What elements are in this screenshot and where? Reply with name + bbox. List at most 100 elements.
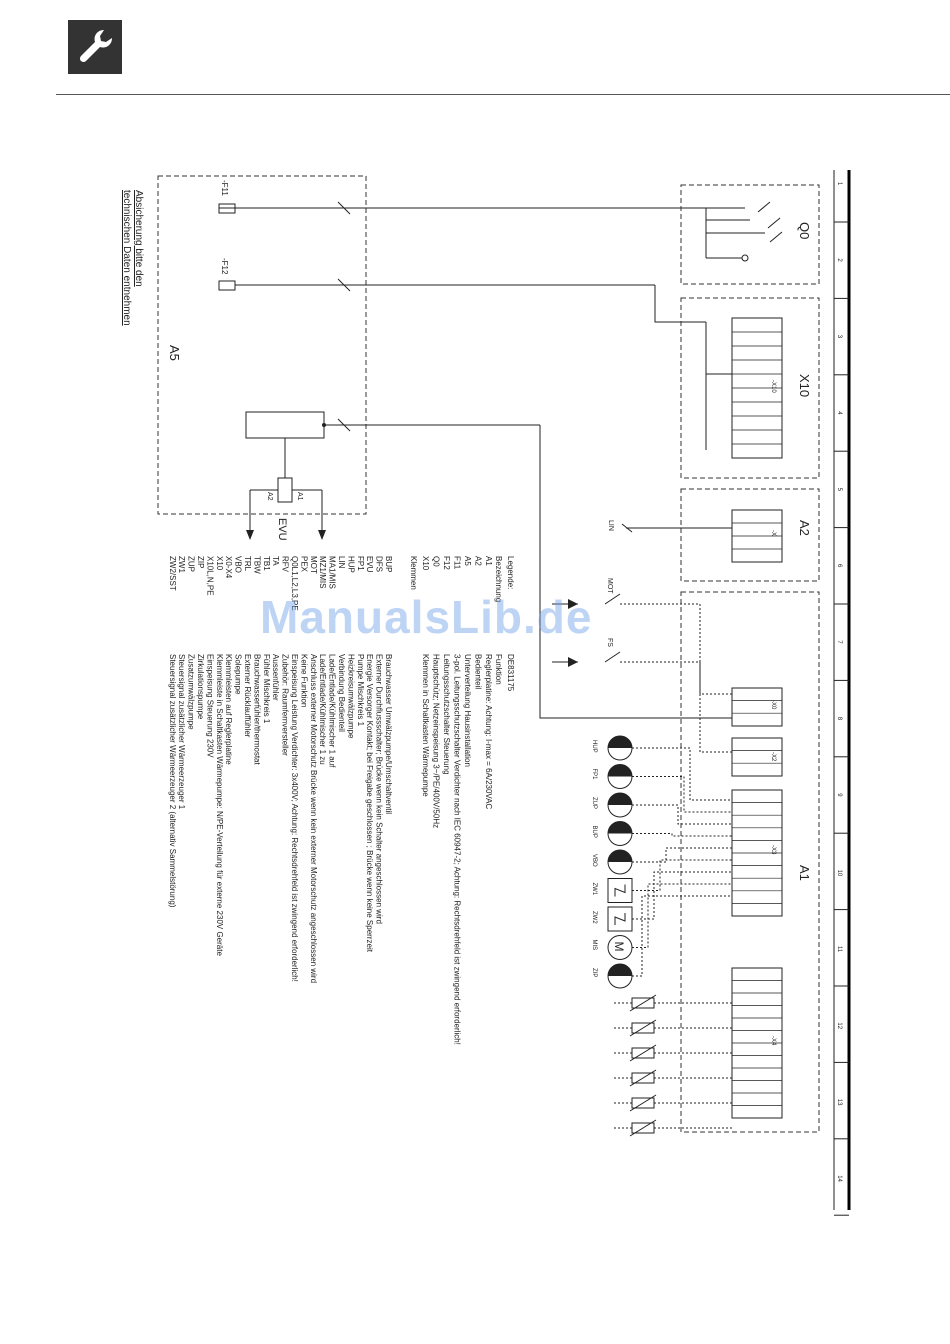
legend-desc: Unterverteilung Hausinstallation [463, 654, 472, 767]
legend-desc: Einspeisung Leistung Verdichter: 3x400V;… [290, 654, 299, 982]
legend-code: X10 [215, 556, 224, 571]
a2-terminal-strip [731, 509, 783, 563]
legend-desc: Einspeisung Steuerung 230V [205, 654, 214, 758]
ruler-number: 2 [836, 258, 842, 262]
sensor-variable-arrow [629, 1069, 657, 1087]
ruler-number: 8 [836, 717, 842, 721]
legend-desc: Energie Versorger Kontakt; bei Freigabe … [365, 654, 374, 953]
lin-tick [621, 523, 633, 533]
motor-letter: M [612, 942, 626, 952]
legend-title: Legende: [506, 556, 515, 589]
sensor-variable-arrow [629, 1019, 657, 1037]
x10-terminal-label: -X10 [770, 380, 776, 393]
fuse-f11-label: -F11 [220, 180, 229, 196]
ruler-number: 7 [836, 640, 842, 644]
x0-terminal-block [731, 687, 783, 727]
legend-desc: Zubehör: Raumfernversteller [281, 654, 290, 756]
mot-contact [604, 593, 621, 605]
legend-code: X0-X4 [224, 556, 233, 579]
pump-label: ZW2 [591, 911, 597, 924]
x10-terminal-strip [731, 317, 783, 459]
sensor-variable-arrow [629, 1044, 657, 1062]
sensor-variable-arrow [629, 1094, 657, 1112]
x10-label: X10 [797, 374, 812, 397]
legend-code: TA [271, 556, 280, 566]
legend-desc: Zirkulationspumpe [196, 654, 205, 720]
fs-label: FS [606, 638, 613, 647]
legend: Legende:BezeichnungDE831175FunktionA1Reg… [168, 556, 515, 1045]
q0-terminal [741, 254, 749, 262]
legend-code: MOT [309, 556, 318, 574]
legend-section: Klemmen [409, 556, 418, 590]
ruler-number: 1 [836, 182, 842, 186]
pump-label: ZUP [591, 797, 597, 809]
fuse-note-line1: Absicherung bitte den [133, 190, 144, 287]
legend-desc: Verbindung Bedienteil [337, 654, 346, 732]
legend-code: X10L,N,PE [205, 556, 214, 596]
legend-doc-number: DE831175 [506, 654, 515, 692]
pump-label: MIS [591, 940, 597, 951]
legend-desc: Klemmen in Schaltkasten Wärmepumpe [421, 654, 430, 797]
sensor-symbols [614, 994, 732, 1137]
legend-code: ZIP [196, 556, 205, 568]
legend-code: ZW1 [177, 556, 186, 573]
legend-desc: Externer Durchflussschalter; Brücke wenn… [375, 654, 384, 924]
a5-box [157, 175, 367, 515]
pump-label: FP1 [591, 769, 597, 781]
fuse-f12-label: -F12 [220, 258, 229, 275]
pump-wire [632, 859, 732, 891]
ruler-number: 4 [836, 411, 842, 415]
legend-column-head: Bezeichnung [494, 556, 503, 602]
pump-icon-fill [608, 736, 632, 748]
legend-desc: Bedienteil [474, 654, 483, 689]
legend-desc: Aussenfühler [271, 654, 280, 701]
legend-code: PEX [299, 556, 308, 573]
legend-desc: Steuersignal zusätzlicher Wärmeerzeuger … [177, 654, 186, 810]
evu-terminal-a2: A2 [266, 492, 273, 501]
legend-desc: Heizkreisumwälzpumpe [346, 654, 355, 739]
pump-label: HUP [591, 740, 597, 753]
wrench-icon [79, 29, 113, 63]
evu-terminal-a1: A1 [296, 492, 303, 501]
pump-icon-fill [608, 850, 632, 862]
wire-tick-3 [337, 418, 351, 432]
wire-tick-1 [337, 201, 351, 215]
wire-f12-x10 [654, 285, 706, 323]
q0-label: Q0 [797, 222, 812, 239]
legend-desc: Hauptschütz; Netzeinspeisung 3~/PE/400V/… [432, 654, 441, 828]
a1-box [680, 591, 820, 1133]
relay-output-glyph [614, 884, 626, 897]
relay-output-glyph [614, 913, 626, 925]
fs-dotted-wire [620, 661, 732, 753]
legend-desc: Steuersignal zusätzlicher Wärmeerzeuger … [168, 654, 177, 908]
pump-wire [632, 895, 732, 977]
legend-code: MZ1/MIS [318, 556, 327, 588]
legend-code: TB1 [262, 556, 271, 571]
legend-code: X10 [421, 556, 430, 571]
a1-terminal-rungs [732, 700, 782, 1106]
legend-code: F11 [453, 556, 462, 570]
mot-label: MOT [606, 578, 613, 594]
legend-desc: Solepumpe [234, 654, 243, 695]
legend-desc: Externer Rücklauffühler [243, 654, 252, 738]
evu-label: EVU [276, 518, 288, 541]
legend-desc: Lade/Entlade/Kühlmischer 1 auf [328, 654, 337, 768]
evu-arrow-1 [246, 530, 254, 540]
x10-box [680, 297, 820, 479]
legend-code: Q0 [432, 556, 441, 567]
legend-code: Q0L1,L2,L3,PE [290, 556, 299, 611]
legend-code: ZUP [187, 556, 196, 572]
legend-code: MA1/MIS [328, 556, 337, 589]
legend-code: TRL [243, 556, 252, 572]
legend-code: EVU [365, 556, 374, 573]
sensor-variable-arrow [629, 1119, 657, 1137]
legend-desc: Leitungsschutzschalter Steuerung [442, 654, 451, 775]
legend-desc: Pumpe Mischkreis 1 [356, 654, 365, 727]
a2-label: A2 [797, 520, 812, 536]
q0-switch-2 [767, 217, 781, 229]
ruler-number: 3 [836, 335, 842, 339]
pump-wire [632, 804, 732, 825]
header-divider [56, 94, 950, 95]
